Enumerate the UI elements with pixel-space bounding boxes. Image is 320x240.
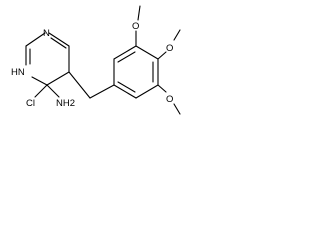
bond-c5-ch2 bbox=[68, 71, 91, 99]
benzene-ring bbox=[113, 45, 159, 99]
bond-o-bot-ch3 bbox=[173, 103, 181, 115]
bond-ar4-o-mid bbox=[157, 51, 167, 60]
atom-label-n-top: N bbox=[43, 28, 50, 39]
bond-ar6-ar1-double bbox=[117, 81, 136, 93]
bond-o-mid-ch3 bbox=[173, 29, 181, 41]
bond-ar6-ar1 bbox=[113, 84, 137, 99]
molecule-structure-diagram: N HN Cl NH2 O O O bbox=[11, 5, 181, 115]
atom-label-o-top: O bbox=[132, 21, 139, 32]
bond-c2-n1 bbox=[25, 32, 46, 47]
bond-c4-nh2 bbox=[46, 84, 60, 98]
dihydropyrimidine-ring bbox=[25, 32, 70, 86]
bond-ar2-ar3 bbox=[113, 45, 137, 60]
bond-ar5-o-bot bbox=[157, 84, 167, 93]
bond-n1-c6 bbox=[48, 32, 70, 47]
bond-o-top-ch3 bbox=[137, 5, 141, 21]
atom-label-nh: HN bbox=[11, 67, 25, 78]
bond-c4-n3 bbox=[31, 76, 48, 86]
atom-label-o-mid: O bbox=[166, 43, 173, 54]
bond-ar3-ar4 bbox=[135, 45, 159, 60]
bond-c5-c4 bbox=[46, 71, 70, 86]
bond-c4-cl bbox=[34, 84, 48, 98]
bond-n1-c6-double bbox=[50, 37, 67, 49]
atom-label-o-bot: O bbox=[166, 94, 173, 105]
bond-ar5-ar6 bbox=[135, 84, 159, 99]
bond-ar2-ar3-double bbox=[117, 51, 136, 63]
atom-label-cl: Cl bbox=[26, 98, 35, 109]
bond-ch2-ar bbox=[89, 84, 115, 99]
atom-label-nh2: NH2 bbox=[56, 98, 75, 109]
